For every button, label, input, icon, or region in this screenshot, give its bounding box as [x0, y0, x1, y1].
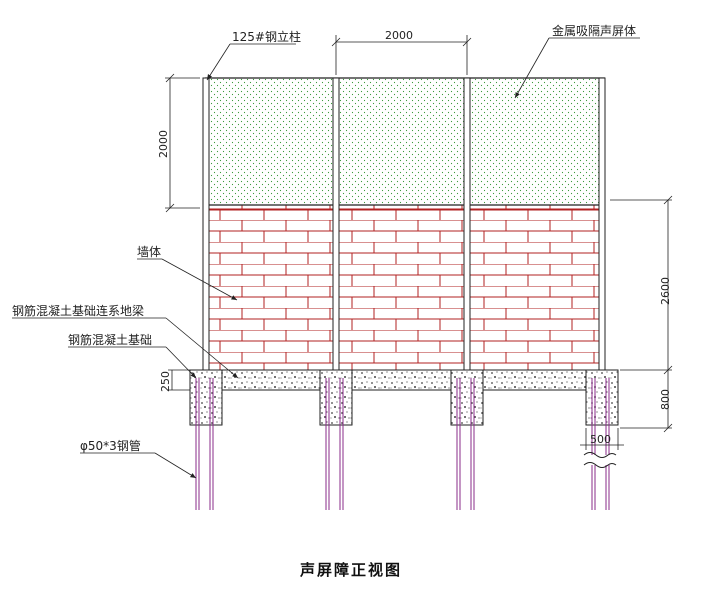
drawing-title: 声屏障正视图 [299, 561, 402, 579]
dim-panel-height: 2000 [157, 130, 170, 158]
foundation-1 [189, 369, 223, 426]
tie-beam-label: 钢筋混凝土基础连系地梁 [12, 303, 144, 318]
foundation-3 [450, 369, 484, 426]
post-label: 125#钢立柱 [232, 29, 301, 44]
dimension-lines [165, 35, 673, 450]
foundation-label: 钢筋混凝土基础 [68, 332, 152, 347]
dim-foundation-height: 800 [659, 389, 672, 410]
steel-post-4 [598, 77, 606, 371]
pipe-label: φ50*3钢管 [80, 438, 141, 453]
steel-post-2 [332, 77, 340, 371]
leader-lines [12, 37, 640, 479]
foundations [189, 369, 619, 426]
brick-wall [204, 204, 606, 371]
dim-post-spacing: 2000 [385, 29, 413, 42]
panel-label: 金属吸隔声屏体 [552, 23, 636, 38]
wall-label: 墙体 [137, 245, 161, 259]
tie-beam [189, 369, 611, 391]
steel-pipes [195, 378, 610, 510]
steel-post-1 [202, 77, 210, 371]
dim-beam-height: 250 [159, 371, 172, 392]
foundation-4 [585, 369, 619, 426]
steel-post-3 [463, 77, 471, 371]
pipe-break-marks [583, 452, 617, 468]
sound-barrier-panel [204, 77, 606, 206]
dim-wall-height: 2600 [659, 277, 672, 305]
dim-foundation-width: 500 [590, 433, 611, 446]
foundation-2 [319, 369, 353, 426]
